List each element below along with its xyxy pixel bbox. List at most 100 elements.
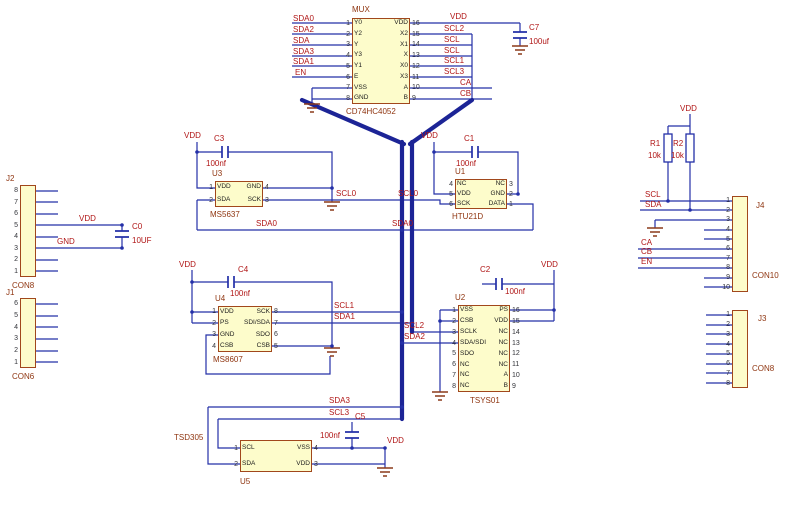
pin-number: 7 [452, 372, 456, 380]
pin-name: VDD [457, 189, 471, 197]
pin-name: GND [490, 189, 505, 197]
pin-number: 1 [726, 311, 730, 319]
pin-name: NC [498, 360, 508, 368]
pin-number: 5 [14, 311, 18, 319]
net-label-vdd-u5: VDD [387, 436, 404, 445]
net-label-vdd-u3: VDD [184, 131, 201, 140]
pin-number: 1 [209, 184, 213, 191]
res-ref-r1: R1 [650, 139, 661, 148]
cap-value-c1: 100nf [456, 159, 477, 168]
pin-name: PS [499, 306, 508, 314]
cap-value-c7: 100uf [529, 37, 550, 46]
mux-body [352, 18, 410, 104]
pin-number: 5 [726, 350, 730, 358]
net-label-ca-j4: CA [641, 238, 653, 247]
pin-name: SDO [460, 349, 475, 357]
pin-number: 9 [726, 274, 730, 282]
pin-number: 8 [274, 308, 278, 316]
net-label-vdd-mux: VDD [450, 12, 467, 21]
pin-number: 2 [14, 256, 18, 264]
net-label-scl-b: SCL [444, 46, 460, 55]
res-value-r2: 10k [671, 151, 684, 160]
pin-name: Y3 [354, 51, 362, 59]
pin-number: 3 [14, 335, 18, 343]
net-label-sda: SDA [293, 36, 310, 45]
pin-number: 7 [274, 319, 278, 327]
net-label-sda2: SDA2 [293, 25, 314, 34]
pin-name: VDD [220, 307, 234, 315]
net-label-sda1: SDA1 [293, 57, 314, 66]
pin-name: SDI/SDA [243, 319, 270, 326]
pin-number: 3 [346, 41, 350, 49]
pin-number: 15 [412, 30, 420, 38]
net-label-scl1: SCL1 [334, 301, 355, 310]
net-label-vdd-j4: VDD [680, 104, 697, 113]
res-value-r1: 10k [648, 151, 661, 160]
pin-number: 2 [234, 460, 238, 468]
u3-body [215, 181, 263, 207]
pin-name: A [503, 371, 508, 379]
j2-body [20, 185, 36, 277]
net-label-sda3: SDA3 [329, 396, 350, 405]
pin-name: VDD [296, 459, 310, 467]
res-ref-r2: R2 [673, 139, 684, 148]
u2-part: TSYS01 [470, 396, 500, 405]
pin-name: NC [498, 349, 508, 357]
pin-name: SCK [256, 307, 270, 315]
pin-number: 4 [449, 180, 453, 188]
pin-number: 4 [346, 52, 350, 60]
pin-number: 6 [452, 361, 456, 369]
pin-name: NC [495, 179, 505, 187]
pin-name: B [403, 94, 408, 102]
u1-pin-names-right: NC GND DATA [489, 179, 505, 209]
pin-number: 4 [452, 339, 456, 347]
pin-name: SCLK [460, 327, 477, 335]
cap-value-c4: 100nf [230, 289, 251, 298]
pin-number: 10 [512, 372, 520, 380]
junction-dots [120, 150, 692, 450]
pin-number: 1 [509, 200, 513, 208]
u1-part: HTU21D [452, 212, 484, 221]
pin-number: 3 [726, 216, 730, 224]
resistor-r2-symbol [685, 133, 695, 163]
pin-name: SDA/SDI [460, 338, 487, 346]
pin-number: 10 [722, 283, 730, 291]
pin-name: DATA [488, 199, 505, 207]
pin-number: 12 [412, 62, 420, 70]
pin-number: 1 [14, 267, 18, 275]
pin-name: NC [460, 371, 470, 379]
pin-number: 2 [209, 197, 213, 204]
net-label-scl3: SCL3 [329, 408, 350, 417]
pin-number: 4 [265, 184, 269, 191]
net-label-scl-j4: SCL [645, 190, 661, 199]
pin-name: SCK [247, 196, 261, 204]
pin-number: 14 [512, 328, 520, 336]
pin-number: 3 [14, 244, 18, 252]
pin-name: VSS [296, 443, 310, 451]
pin-number: 2 [212, 319, 216, 327]
pin-number: 7 [14, 198, 18, 206]
pin-name: SDA [217, 196, 231, 204]
net-label-sda-j4: SDA [645, 200, 662, 209]
j1-part: CON6 [12, 372, 35, 381]
net-label-vdd-j2: VDD [79, 214, 96, 223]
cap-ref-c0: C0 [132, 222, 143, 231]
pin-number: 4 [726, 340, 730, 348]
net-label-scl2-mux: SCL2 [444, 24, 465, 33]
